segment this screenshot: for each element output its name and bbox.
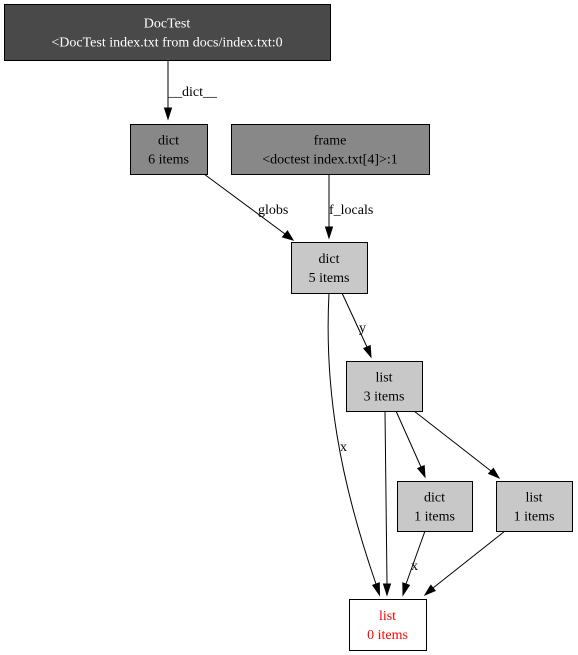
node-detail-label: <DocTest index.txt from docs/index.txt:0: [51, 36, 282, 51]
edge-line: [327, 292, 377, 585]
node-box: [397, 481, 473, 532]
node-type-label: list: [375, 371, 392, 386]
node-box: [130, 124, 208, 175]
arrowhead: [487, 467, 501, 480]
edge-line: [341, 292, 368, 348]
edge-dict1-to-list0: x: [402, 530, 426, 597]
node-detail-label: 1 items: [514, 510, 555, 525]
node-box: [496, 481, 573, 532]
arrowhead: [324, 226, 334, 240]
node-detail-label: 5 items: [309, 271, 350, 286]
node-detail-label: 6 items: [148, 153, 189, 168]
arrowhead: [382, 583, 392, 597]
node-detail-label: 0 items: [367, 628, 408, 643]
edge-doctest-to-dict6: __dict__: [163, 60, 218, 121]
node-frame[interactable]: frame <doctest index.txt[4]>:1: [231, 124, 430, 175]
node-type-label: DocTest: [144, 17, 191, 32]
node-dict1[interactable]: dict 1 items: [397, 481, 473, 532]
node-type-label: list: [379, 609, 396, 624]
node-detail-label: 3 items: [364, 390, 405, 405]
node-type-label: dict: [319, 252, 340, 267]
arrowhead: [423, 584, 437, 597]
node-detail-label: <doctest index.txt[4]>:1: [262, 153, 398, 168]
edge-list1-to-list0: [423, 530, 506, 597]
edge-frame-to-dict5: f_locals: [324, 174, 373, 240]
edge-line: [384, 410, 388, 585]
edge-label: y: [359, 321, 366, 336]
edge-label: x: [340, 440, 347, 455]
edge-dict6-to-dict5: globs: [203, 173, 295, 241]
edge-label: globs: [258, 203, 288, 218]
node-doctest[interactable]: DocTest <DocTest index.txt from docs/inde…: [4, 4, 331, 61]
node-box: [349, 599, 427, 651]
edge-line: [413, 410, 492, 472]
edge-dict5-to-list3: y: [341, 292, 372, 359]
node-detail-label: 1 items: [414, 510, 455, 525]
node-type-label: dict: [158, 134, 179, 149]
edge-line: [395, 410, 422, 468]
edge-list3-to-list1: [413, 410, 501, 480]
edge-line: [405, 530, 426, 585]
node-type-label: dict: [424, 491, 445, 506]
edge-line: [432, 530, 506, 589]
node-box: [346, 361, 423, 412]
nodes-layer: DocTest <DocTest index.txt from docs/inde…: [4, 4, 573, 651]
edge-list3-to-dict1: [395, 410, 426, 479]
node-type-label: list: [525, 491, 542, 506]
edge-label: f_locals: [329, 203, 373, 218]
edge-label: __dict__: [167, 85, 218, 100]
node-box: [291, 242, 368, 294]
edge-label: x: [411, 559, 418, 574]
edge-dict5-to-list0: x: [327, 292, 381, 597]
node-list0[interactable]: list 0 items: [349, 599, 427, 651]
arrowhead: [163, 107, 173, 121]
node-dict5[interactable]: dict 5 items: [291, 242, 368, 294]
node-box: [4, 4, 331, 61]
node-dict6[interactable]: dict 6 items: [130, 124, 208, 175]
node-type-label: frame: [314, 134, 347, 149]
node-list3[interactable]: list 3 items: [346, 361, 423, 412]
node-box: [231, 124, 430, 175]
edge-list3-to-list0: [382, 410, 392, 597]
arrowhead: [402, 582, 411, 597]
node-list1[interactable]: list 1 items: [496, 481, 573, 532]
arrowhead: [362, 344, 372, 359]
arrowhead: [416, 464, 426, 479]
arrowhead: [371, 582, 381, 597]
edge-line: [203, 173, 286, 235]
arrowhead: [281, 230, 295, 241]
